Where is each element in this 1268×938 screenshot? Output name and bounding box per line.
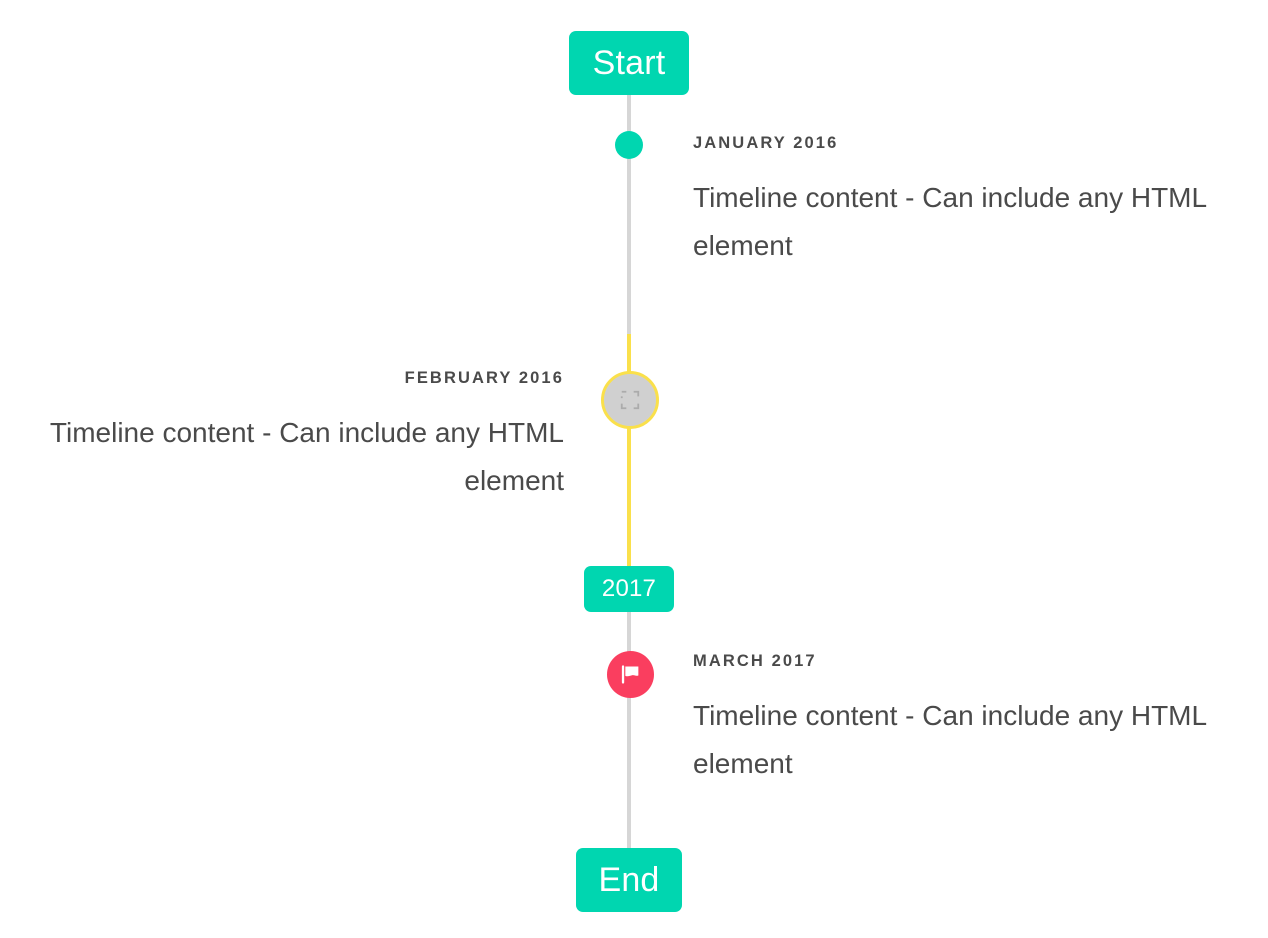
timeline-event-date: JANUARY 2016 <box>693 134 839 152</box>
broken-image-icon[interactable] <box>601 371 659 429</box>
timeline-axis-segment-bottom <box>627 586 631 854</box>
timeline-axis-segment-top <box>627 92 631 337</box>
timeline-event-february-2016: FEBRUARY 2016 Timeline content - Can inc… <box>42 370 564 505</box>
timeline-event-body: Timeline content - Can include any HTML … <box>693 181 1207 261</box>
flag-glyph <box>621 665 639 684</box>
timeline-event-march-2017: MARCH 2017 Timeline content - Can includ… <box>693 653 1221 788</box>
timeline-event-date: FEBRUARY 2016 <box>404 369 564 387</box>
timeline-event-body: Timeline content - Can include any HTML … <box>49 416 564 496</box>
flag-icon[interactable] <box>607 651 654 698</box>
dot-icon[interactable] <box>615 131 643 159</box>
timeline-event-date: MARCH 2017 <box>693 652 817 670</box>
timeline-event-body: Timeline content - Can include any HTML … <box>693 699 1207 779</box>
broken-image-glyph <box>620 390 640 410</box>
timeline-start-cap[interactable]: Start <box>569 31 689 95</box>
timeline-event-january-2016: JANUARY 2016 Timeline content - Can incl… <box>693 135 1221 270</box>
timeline-mid-cap-2017[interactable]: 2017 <box>584 566 674 612</box>
timeline-axis-segment-highlight <box>627 334 631 590</box>
timeline-end-cap[interactable]: End <box>576 848 682 912</box>
